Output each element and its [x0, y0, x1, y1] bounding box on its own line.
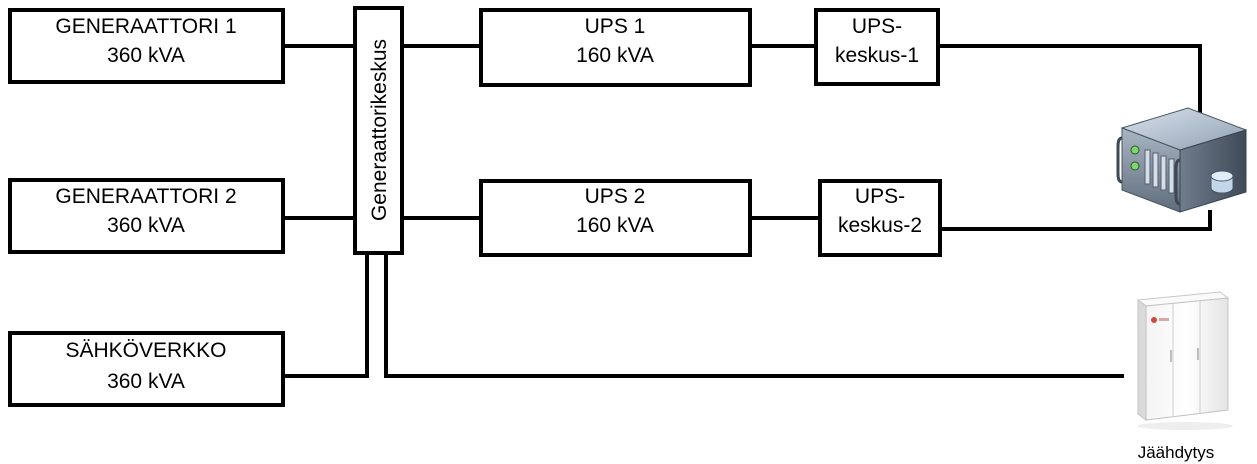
generator-1-capacity: 360 kVA: [107, 44, 185, 67]
grid-capacity: 360 kVA: [107, 370, 185, 393]
grid-box: SÄHKÖVERKKO 360 kVA: [8, 331, 285, 407]
ups-center-2-line2: keskus-2: [838, 214, 922, 237]
ups-1-box: UPS 1 160 kVA: [479, 8, 752, 87]
cooling-cabinet-icon: [1136, 291, 1233, 430]
ups-2-box: UPS 2 160 kVA: [479, 179, 752, 257]
wire-center1-server: [938, 44, 1202, 122]
generator-1-name: GENERAATTORI 1: [55, 15, 236, 38]
wire-center-cooling: [384, 253, 1124, 378]
ups-center-1-line1: UPS-: [852, 15, 902, 38]
ups-1-capacity: 160 kVA: [576, 44, 654, 67]
cooling-label: Jäähdytys: [1138, 443, 1215, 462]
generator-1-box: GENERAATTORI 1 360 kVA: [8, 8, 285, 84]
ups-2-capacity: 160 kVA: [576, 214, 654, 237]
ups-center-1-line2: keskus-1: [835, 44, 919, 67]
ups-center-1-box: UPS- keskus-1: [814, 8, 940, 86]
server-icon: [1116, 107, 1248, 213]
ups-2-name: UPS 2: [585, 185, 646, 208]
generator-2-capacity: 360 kVA: [107, 214, 185, 237]
generator-2-box: GENERAATTORI 2 360 kVA: [8, 178, 285, 254]
generator-center-label: Generaattorikeskus: [368, 39, 391, 221]
ups-center-2-line1: UPS-: [855, 185, 905, 208]
wires: [283, 44, 1212, 378]
grid-name: SÄHKÖVERKKO: [65, 339, 226, 362]
generator-center-box: Generaattorikeskus: [353, 6, 404, 255]
wire-grid-center: [283, 253, 369, 378]
ups-1-name: UPS 1: [585, 15, 646, 38]
wire-center2-server: [940, 210, 1212, 231]
ups-center-2-box: UPS- keskus-2: [818, 179, 942, 257]
generator-2-name: GENERAATTORI 2: [55, 185, 236, 208]
